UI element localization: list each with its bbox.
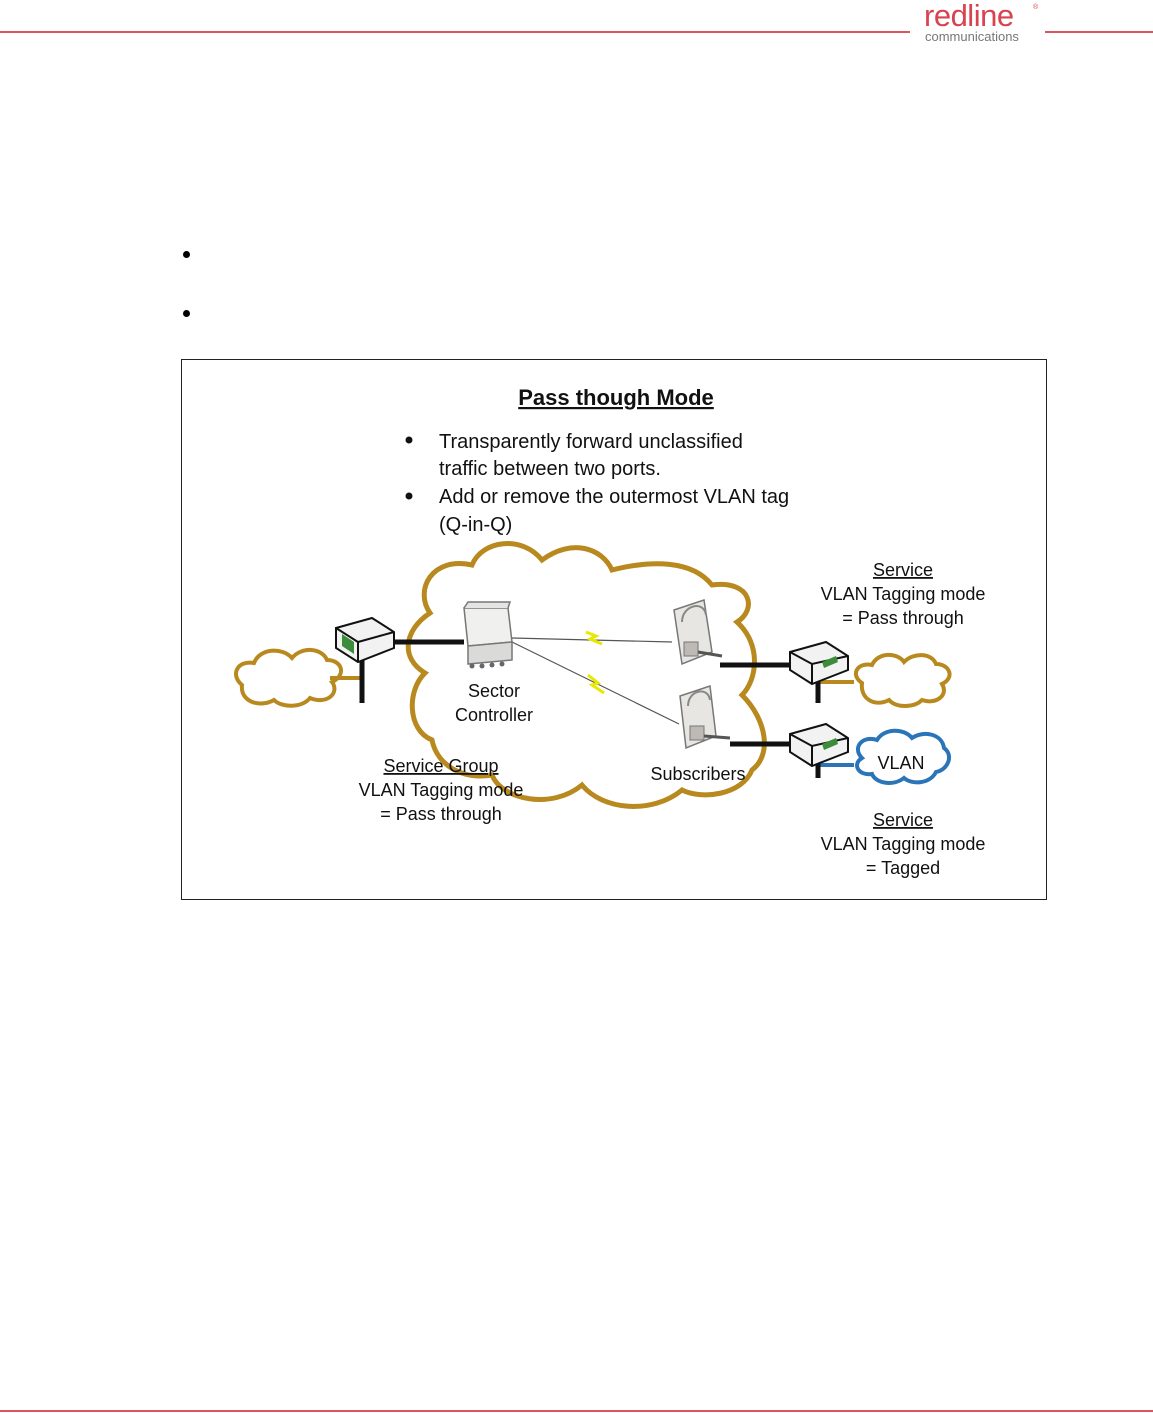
network-cloud: [405, 541, 767, 809]
right-bottom-router-icon: [789, 722, 849, 768]
subscriber-2-icon: [679, 684, 731, 750]
left-network-cloud: [234, 648, 343, 708]
service-bottom-heading: Service: [873, 810, 933, 830]
service-group-line-1: VLAN Tagging mode: [359, 780, 524, 800]
service-bottom-line-2: = Tagged: [866, 858, 940, 878]
subscribers-label: Subscribers: [650, 764, 745, 784]
service-group-heading: Service Group: [383, 756, 498, 776]
header-rule-right: [1045, 31, 1153, 33]
right-top-router-icon: [789, 640, 849, 686]
service-top-line-1: VLAN Tagging mode: [821, 584, 986, 604]
service-top-line-2: = Pass through: [842, 608, 964, 628]
sector-label-line-1: Sector: [468, 681, 520, 701]
figure-bullet-dot-2: [405, 492, 413, 500]
left-router-icon: [335, 616, 395, 664]
sector-controller-icon: [463, 601, 513, 669]
figure-bullet-2-line-1: Add or remove the outermost VLAN tag: [439, 486, 789, 508]
wireless-bolt-1-icon: [585, 630, 603, 646]
figure-title: Pass though Mode: [518, 385, 714, 410]
header-rule-left: [0, 31, 910, 33]
subscriber-1-icon: [673, 599, 723, 666]
bullet-marker-1: [183, 251, 190, 258]
service-group-line-2: = Pass through: [380, 804, 502, 824]
vlan-cloud: [855, 728, 952, 785]
footer-rule: [0, 1410, 1153, 1412]
wireless-bolt-2-icon: [587, 673, 605, 695]
figure-bullet-1-line-1: Transparently forward unclassified: [439, 431, 743, 453]
logo-word: redline: [924, 0, 1014, 33]
vlan-label: VLAN: [877, 753, 924, 773]
logo-subtitle: communications: [925, 29, 1019, 44]
service-bottom-line-1: VLAN Tagging mode: [821, 834, 986, 854]
redline-logo: redline ® communications: [918, 0, 1046, 46]
service-top-heading: Service: [873, 560, 933, 580]
sector-label-line-2: Controller: [455, 705, 533, 725]
figure-bullet-2-line-2: (Q-in-Q): [439, 514, 512, 536]
figure-bullet-dot-1: [405, 436, 413, 444]
bullet-marker-2: [183, 310, 190, 317]
pass-through-mode-figure: Pass though Mode Transparently forward u…: [181, 359, 1047, 900]
figure-bullet-1-line-2: traffic between two ports.: [439, 458, 661, 480]
registered-mark-icon: ®: [1033, 4, 1039, 11]
right-top-network-cloud: [853, 652, 952, 708]
